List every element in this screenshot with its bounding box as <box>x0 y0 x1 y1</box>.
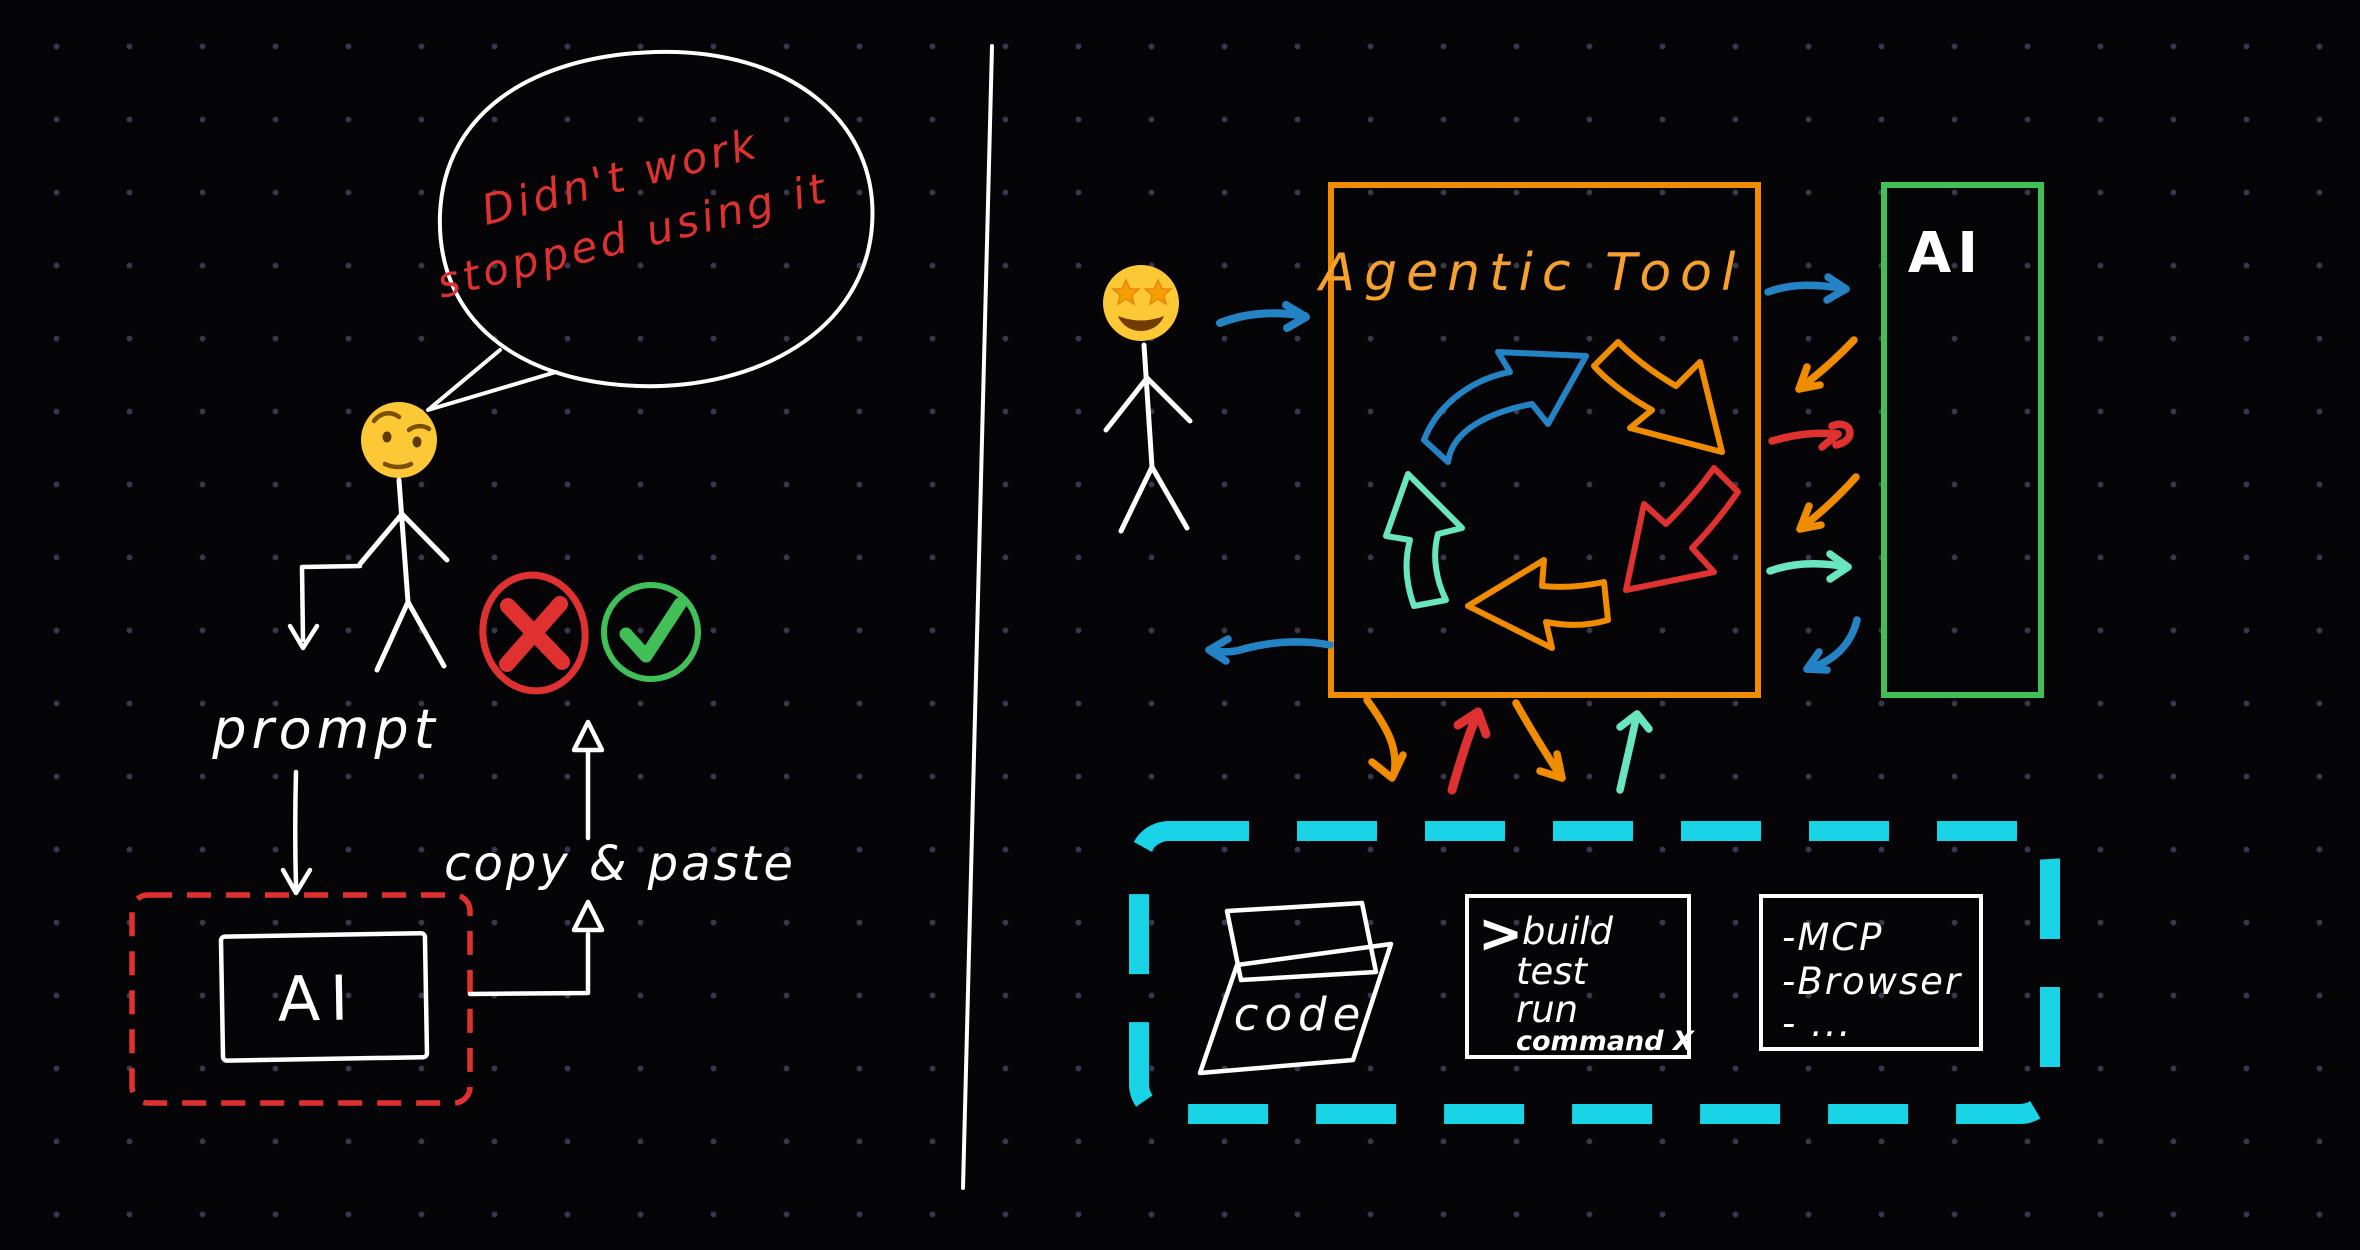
raised-eyebrow-emoji-icon <box>361 402 437 478</box>
terminal-line-run: run <box>1516 988 1578 1031</box>
integrations-line-more: - ... <box>1782 1002 1852 1045</box>
speech-bubble-tail <box>426 348 558 412</box>
integrations-line-browser: -Browser <box>1782 960 1963 1003</box>
ai-box-left-label: AI <box>277 961 359 1035</box>
terminal-box: > build test run command X <box>1465 894 1695 1059</box>
exchange-arrow-red-right <box>1768 420 1854 451</box>
speech-bubble: Didn't work stopped using it <box>426 49 875 412</box>
resource-arrow-orange-down-2 <box>1512 699 1566 782</box>
cross-icon <box>479 571 589 695</box>
ai-box-right <box>1881 182 2044 698</box>
ai-dashed-box <box>129 892 473 1106</box>
terminal-line-test: test <box>1516 950 1589 993</box>
ai-to-copypaste-arrow <box>467 899 605 997</box>
ai-box-right-label: AI <box>1908 221 1984 286</box>
resource-arrow-red-up <box>1447 707 1491 795</box>
figure-to-prompt-arrow <box>287 563 363 651</box>
cycle-arrows <box>1383 339 1741 651</box>
agentic-tool-box <box>1328 182 1761 698</box>
exchange-arrow-orange-left-1 <box>1795 336 1858 393</box>
person-to-tool-arrow <box>1216 301 1310 332</box>
code-files-shape: code <box>1197 900 1394 1076</box>
stick-figure-left <box>357 477 450 673</box>
integrations-line-mcp: -MCP <box>1782 916 1883 959</box>
tool-resource-arrows <box>1363 696 1653 795</box>
terminal-line-build: build <box>1522 910 1613 953</box>
exchange-arrow-orange-left-2 <box>1796 473 1860 533</box>
exchange-arrow-mint-right <box>1766 550 1852 583</box>
right-panel: Agentic Tool AI <box>1103 182 2060 1124</box>
copy-paste-label: copy & paste <box>444 836 796 892</box>
left-panel: Didn't work stopped using it prompt <box>129 49 875 1106</box>
terminal-line-commandx: command X <box>1516 1026 1695 1057</box>
panel-divider <box>961 44 994 1190</box>
code-label: code <box>1234 988 1367 1041</box>
terminal-prompt-symbol: > <box>1478 902 1523 965</box>
cycle-arrow-orange-bottom <box>1465 557 1611 651</box>
cycle-arrow-red <box>1623 465 1741 593</box>
star-struck-emoji-icon <box>1103 265 1179 341</box>
copypaste-to-result-arrow <box>571 719 605 841</box>
tool-ai-exchange-arrows <box>1764 273 1861 674</box>
prompt-to-ai-arrow <box>280 769 313 896</box>
check-icon <box>601 582 701 682</box>
resources-dashed-container <box>1129 821 2060 1124</box>
cycle-arrow-mint <box>1383 471 1465 609</box>
exchange-arrow-blue-right <box>1764 273 1850 304</box>
ai-box-left: AI <box>218 930 430 1063</box>
cycle-arrow-orange-top <box>1591 339 1725 455</box>
integrations-box: -MCP -Browser - ... <box>1759 894 1983 1051</box>
prompt-label: prompt <box>211 698 440 761</box>
tool-output-left-arrow <box>1205 635 1334 665</box>
stick-figure-right <box>1103 342 1193 534</box>
resource-arrow-orange-down-1 <box>1363 696 1407 782</box>
agentic-tool-title: Agentic Tool <box>1317 243 1745 303</box>
resource-arrow-mint-up <box>1616 710 1653 794</box>
cycle-arrow-blue <box>1421 349 1589 465</box>
exchange-arrow-blue-left <box>1803 616 1861 674</box>
speech-bubble-outline <box>437 49 875 389</box>
